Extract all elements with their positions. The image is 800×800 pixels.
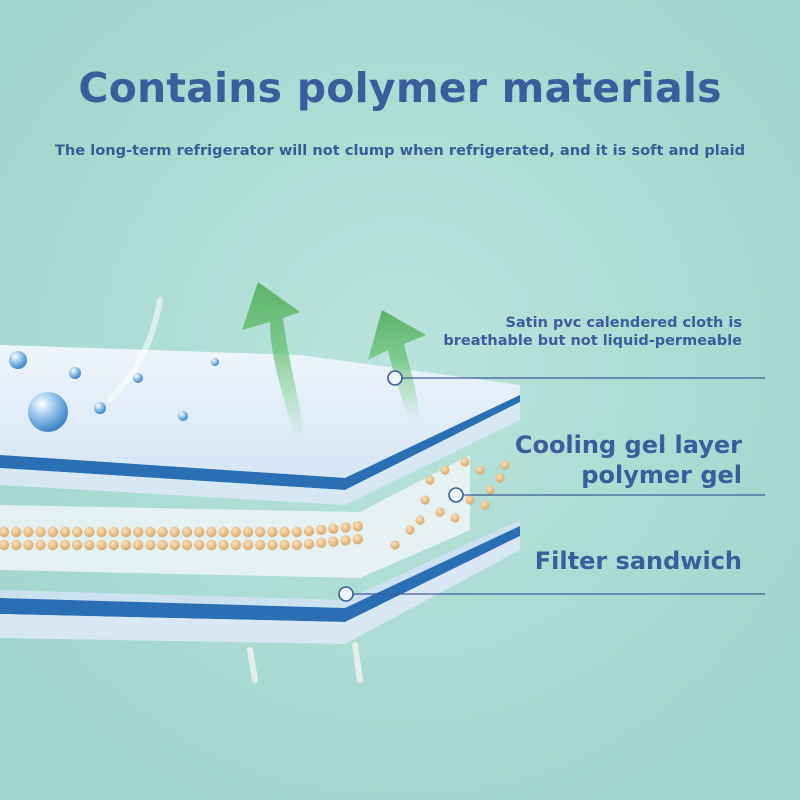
gel-bead bbox=[485, 485, 495, 495]
gel-bead bbox=[279, 539, 290, 551]
page-subtitle: The long-term refrigerator will not clum… bbox=[54, 142, 746, 159]
page-title: Contains polymer materials bbox=[78, 64, 722, 112]
bottom-layer bbox=[0, 520, 520, 644]
gel-bead bbox=[267, 526, 278, 538]
gel-bead bbox=[340, 522, 351, 533]
callout-gel-line-2: polymer gel bbox=[581, 461, 742, 489]
gel-bead bbox=[242, 539, 254, 551]
gel-bead bbox=[303, 538, 315, 550]
gel-bead bbox=[415, 515, 425, 525]
gel-bead bbox=[23, 526, 34, 538]
callout-gel: Cooling gel layer polymer gel bbox=[515, 430, 742, 490]
gel-bead bbox=[11, 526, 22, 538]
gel-bead bbox=[316, 524, 327, 536]
callout-cloth: Satin pvc calendered cloth is breathable… bbox=[443, 314, 742, 350]
gel-bead bbox=[425, 475, 435, 485]
callout-filter: Filter sandwich bbox=[535, 546, 742, 576]
gel-bead bbox=[303, 525, 315, 537]
gel-bead bbox=[157, 526, 168, 538]
gel-bead bbox=[255, 539, 266, 551]
gel-bead bbox=[460, 457, 470, 467]
callout-cloth-line-2: breathable but not liquid-permeable bbox=[443, 333, 742, 349]
callout-filter-line-1: Filter sandwich bbox=[534, 547, 742, 575]
gel-beads bbox=[0, 457, 510, 551]
gel-bead bbox=[72, 526, 83, 538]
gel-bead bbox=[435, 507, 445, 517]
gel-bead bbox=[133, 539, 144, 551]
gel-bead bbox=[0, 539, 10, 551]
gel-bead bbox=[108, 526, 120, 538]
gel-bead bbox=[194, 539, 205, 551]
water-drops bbox=[9, 297, 219, 432]
gel-bead bbox=[108, 539, 120, 551]
gel-bead bbox=[59, 526, 71, 538]
bottom-stripe bbox=[0, 526, 520, 622]
gel-bead bbox=[11, 539, 22, 551]
gel-bead bbox=[450, 513, 460, 523]
gel-bead bbox=[495, 473, 505, 483]
gel-bead bbox=[35, 526, 46, 538]
gel-bead bbox=[390, 540, 400, 550]
gel-bead bbox=[405, 525, 415, 535]
breathable-arrows bbox=[242, 282, 426, 683]
gel-bead bbox=[420, 495, 430, 505]
gel-bead bbox=[145, 539, 156, 551]
gel-bead bbox=[133, 526, 144, 538]
gel-layer bbox=[0, 455, 510, 578]
gel-bead bbox=[480, 500, 490, 510]
gel-bead bbox=[279, 526, 290, 538]
gel-bead bbox=[352, 521, 363, 532]
marker-gel bbox=[448, 487, 464, 503]
gel-bead bbox=[291, 539, 302, 551]
marker-filter bbox=[338, 586, 354, 602]
callout-gel-line-1: Cooling gel layer bbox=[514, 431, 742, 459]
gel-bead bbox=[218, 526, 229, 538]
gel-bead bbox=[35, 539, 46, 551]
gel-bead bbox=[230, 526, 241, 538]
gel-bead bbox=[169, 539, 180, 551]
gel-bead bbox=[328, 536, 339, 547]
gel-bead bbox=[316, 537, 327, 549]
gel-bead bbox=[218, 539, 229, 551]
gel-bead bbox=[328, 523, 339, 534]
gel-bead bbox=[242, 526, 254, 538]
callout-cloth-line-1: Satin pvc calendered cloth is bbox=[505, 315, 742, 331]
gel-bead bbox=[500, 460, 510, 470]
gel-bead bbox=[181, 539, 193, 551]
marker-cloth bbox=[387, 370, 403, 386]
gel-bead bbox=[84, 539, 95, 551]
gel-bead bbox=[120, 539, 132, 551]
gel-bead bbox=[47, 539, 58, 551]
gel-bead bbox=[206, 526, 217, 538]
gel-bead bbox=[84, 526, 95, 538]
gel-bead bbox=[72, 539, 83, 551]
gel-bead bbox=[157, 539, 168, 551]
gel-bead bbox=[340, 535, 351, 546]
leader-lines bbox=[338, 370, 765, 602]
gel-bead bbox=[267, 539, 278, 551]
gel-bead bbox=[206, 539, 217, 551]
gel-bead bbox=[145, 526, 156, 538]
gel-bead bbox=[169, 526, 180, 538]
gel-bead bbox=[465, 495, 475, 505]
top-stripe bbox=[0, 395, 520, 490]
gel-bead bbox=[23, 539, 34, 551]
gel-bead bbox=[255, 526, 266, 538]
gel-bead bbox=[475, 465, 485, 475]
gel-bead bbox=[230, 539, 241, 551]
gel-bead bbox=[181, 526, 193, 538]
gel-bead bbox=[47, 526, 58, 538]
gel-bead bbox=[291, 526, 302, 538]
gel-bead bbox=[194, 526, 205, 538]
gel-bead bbox=[96, 526, 107, 538]
gel-bead bbox=[440, 465, 450, 475]
gel-bead bbox=[352, 534, 363, 545]
gel-bead bbox=[59, 539, 71, 551]
gel-bead bbox=[120, 526, 132, 538]
gel-bead bbox=[0, 526, 10, 538]
gel-bead bbox=[96, 539, 107, 551]
